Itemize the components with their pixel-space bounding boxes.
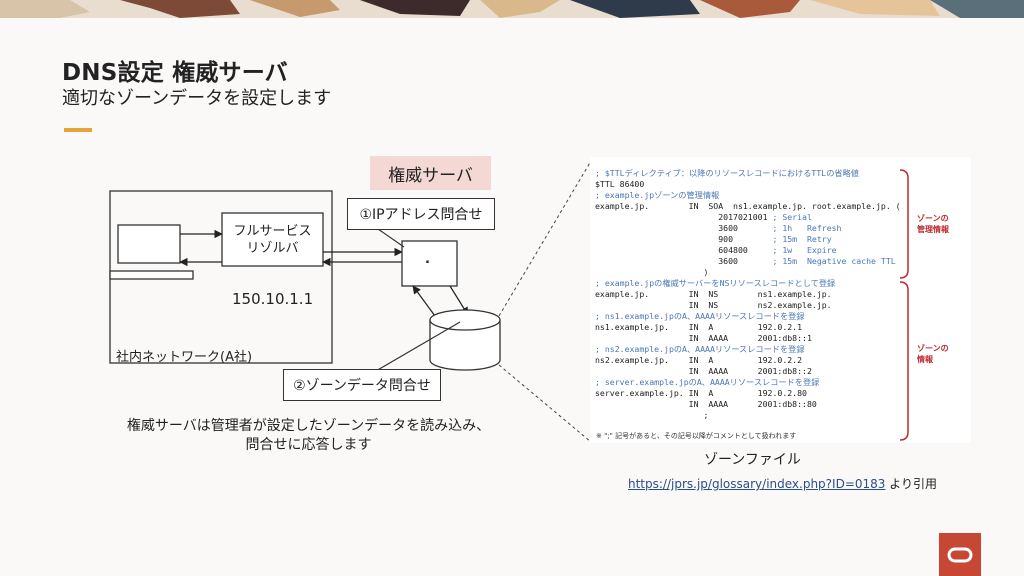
zone-file-line: IN AAAA 2001:db8::80 [595, 399, 817, 409]
zone-file-line: 2017021001 ; Serial [595, 212, 812, 222]
zone-file-line: ; example.jpの権威サーバーをNSリソースレコードとして登録 [595, 278, 836, 288]
zone-query-callout: ②ゾーンデータ問合せ [283, 369, 441, 401]
pc-monitor-icon [109, 224, 194, 280]
dns-diagram [109, 161, 590, 442]
zone-file-line: ) [595, 267, 709, 277]
zone-file-line: 3600 ; 1h Refresh [595, 223, 842, 233]
bracket-management [899, 169, 909, 279]
resolver-ip: 150.10.1.1 [232, 290, 314, 308]
zone-file-line: 604800 ; 1w Expire [595, 245, 837, 255]
zone-file-line: ns1.example.jp. IN A 192.0.2.1 [595, 322, 803, 332]
network-label: 社内ネットワーク(A社) [116, 350, 253, 365]
server-dot: . [425, 252, 430, 267]
zone-file-line: ; ns2.example.jpのA、AAAAリソースレコードを登録 [595, 344, 805, 354]
zone-file-line: ; $TTLディレクティブ：以降のリソースレコードにおけるTTLの省略値 [595, 168, 859, 178]
database-cylinder-icon [429, 309, 501, 371]
source-suffix: より引用 [885, 477, 937, 491]
authoritative-server-badge: 権威サーバ [370, 156, 491, 190]
zone-file-line: IN AAAA 2001:db8::2 [595, 366, 812, 376]
slide-subtitle: 適切なゾーンデータを設定します [62, 88, 332, 109]
ip-query-callout: ①IPアドレス問合せ [347, 198, 495, 230]
zone-file-line: example.jp. IN NS ns1.example.jp. [595, 289, 832, 299]
resolver-label: フルサービス リゾルバ [233, 224, 312, 256]
root-server-box [401, 240, 458, 287]
zone-file-line: 900 ; 15m Retry [595, 234, 832, 244]
accent-bar [64, 128, 92, 132]
zone-file-caption: ゾーンファイル [704, 452, 801, 468]
source-link[interactable]: https://jprs.jp/glossary/index.php?ID=01… [628, 477, 886, 491]
zone-file-note: ※ ";" 記号があると、その記号以降がコメントとして扱われます [596, 432, 797, 440]
slide-title: DNS設定 権威サーバ [62, 60, 288, 86]
zone-file-line: server.example.jp. IN A 192.0.2.80 [595, 388, 807, 398]
oracle-logo-icon [939, 533, 981, 576]
zone-info-label: ゾーンの 情報 [917, 344, 949, 364]
decorative-banner [0, 0, 1024, 18]
zone-management-label: ゾーンの 管理情報 [917, 214, 949, 234]
resolver-box [221, 212, 324, 267]
diagram-description: 権威サーバは管理者が設定したゾーンデータを読み込み、 問合せに応答します [126, 418, 491, 453]
bracket-info [899, 281, 909, 441]
zone-file-line: ; [595, 410, 709, 420]
source-citation: https://jprs.jp/glossary/index.php?ID=01… [628, 475, 937, 492]
zone-file-line: example.jp. IN SOA ns1.example.jp. root.… [595, 201, 901, 211]
zone-brackets [899, 169, 909, 441]
zone-file-line: ns2.example.jp. IN A 192.0.2.2 [595, 355, 803, 365]
zone-file-line: IN AAAA 2001:db8::1 [595, 333, 812, 343]
zone-file-line: ; example.jpゾーンの管理情報 [595, 190, 720, 200]
zone-file-line: $TTL 86400 [595, 179, 645, 189]
zone-file-line: ; ns1.example.jpのA、AAAAリソースレコードを登録 [595, 311, 805, 321]
zone-file-line: IN NS ns2.example.jp. [595, 300, 832, 310]
zone-file-line: ; server.example.jpのA、AAAAリソースレコードを登録 [595, 377, 820, 387]
zone-file-line: 3600 ; 15m Negative cache TTL [595, 256, 896, 266]
